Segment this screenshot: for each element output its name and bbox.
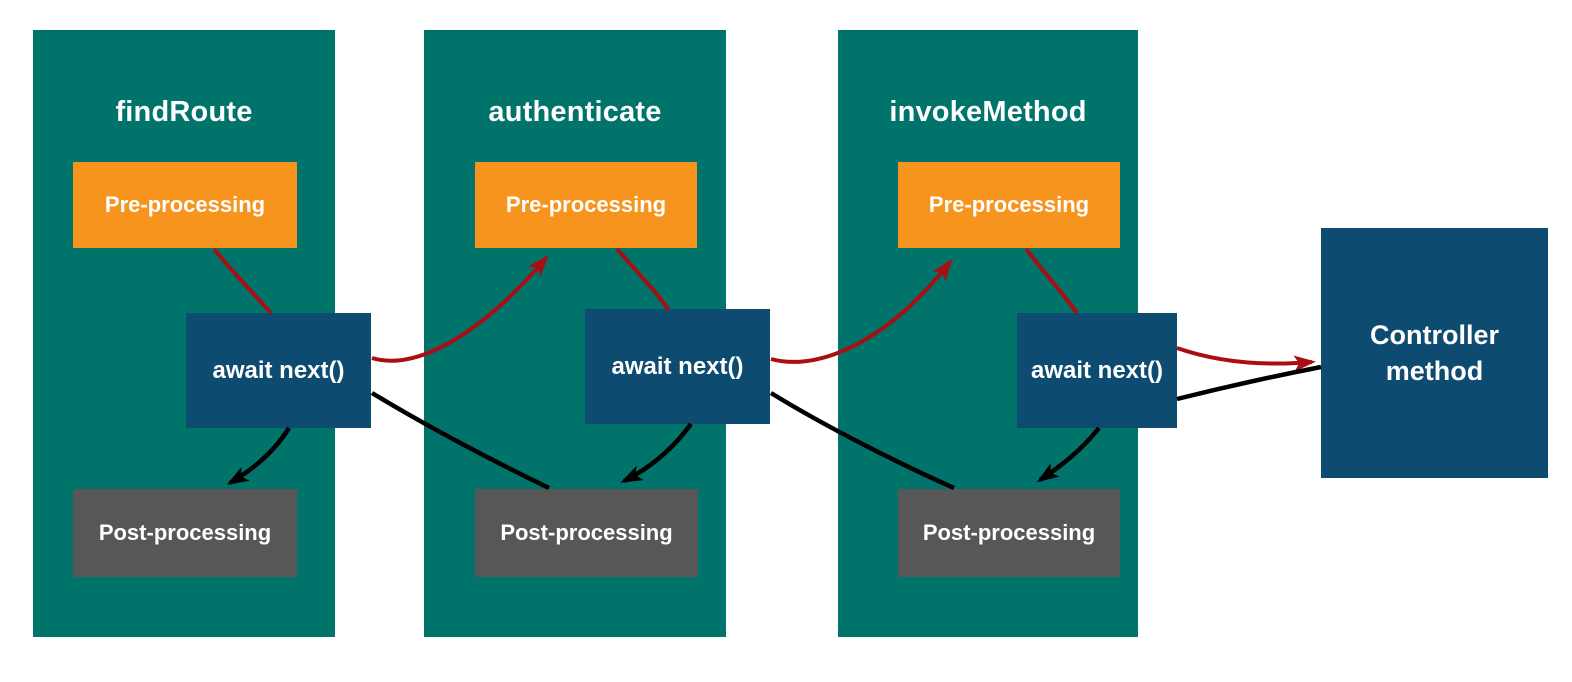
authenticate-post-processing-label: Post-processing xyxy=(500,520,673,545)
authenticate-await-next-label: await next() xyxy=(611,352,744,380)
invokemethod-post-processing-box: Post-processing xyxy=(898,489,1120,577)
column-title-authenticate: authenticate xyxy=(488,96,662,128)
findroute-post-processing-label: Post-processing xyxy=(98,520,272,545)
findroute-pre-processing-box: Pre-processing xyxy=(73,162,297,248)
invokemethod-await-next-label: await next() xyxy=(1030,356,1164,384)
findroute-pre-processing-label: Pre-processing xyxy=(104,192,266,217)
authenticate-post-processing-box: Post-processing xyxy=(475,489,698,577)
controller-method-box: Controller method xyxy=(1321,228,1548,478)
invokemethod-post-processing-label: Post-processing xyxy=(922,520,1096,545)
authenticate-pre-processing-box: Pre-processing xyxy=(475,162,697,248)
column-title-invokemethod: invokeMethod xyxy=(889,96,1087,128)
findroute-await-next-label: await next() xyxy=(212,356,345,384)
invokemethod-pre-processing-label: Pre-processing xyxy=(928,192,1090,217)
controller-method-label: Controller method xyxy=(1369,319,1499,386)
column-title-findroute: findRoute xyxy=(115,96,253,128)
invokemethod-pre-processing-box: Pre-processing xyxy=(898,162,1120,248)
authenticate-await-next-box: await next() xyxy=(585,309,770,424)
findroute-await-next-box: await next() xyxy=(186,313,371,428)
invokemethod-await-next-box: await next() xyxy=(1017,313,1177,428)
request-arrow-await3-to-controller xyxy=(1176,346,1316,372)
response-curve-controller-await3 xyxy=(1176,364,1322,402)
authenticate-pre-processing-label: Pre-processing xyxy=(505,192,667,217)
findroute-post-processing-box: Post-processing xyxy=(73,489,297,577)
